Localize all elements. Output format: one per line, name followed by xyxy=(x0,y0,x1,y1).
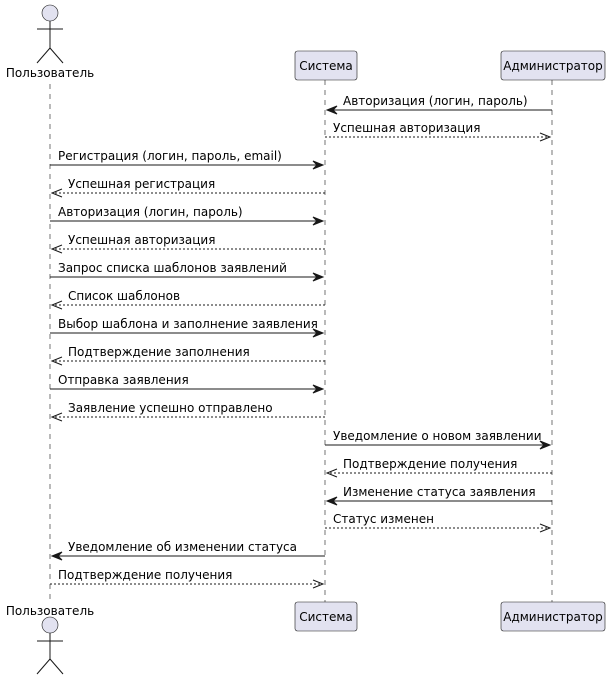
message: Подтверждение заполнения xyxy=(50,345,325,366)
arrow-filled-icon xyxy=(312,216,325,226)
message-label: Подтверждение получения xyxy=(343,457,517,471)
arrow-open-icon xyxy=(50,356,63,366)
message-label: Успешная регистрация xyxy=(68,177,215,191)
message-label: Изменение статуса заявления xyxy=(343,485,536,499)
arrow-open-icon xyxy=(539,523,552,533)
participant-admin-top: Администратор xyxy=(500,50,606,81)
arrow-filled-icon xyxy=(312,328,325,338)
actor-user-top: Пользователь xyxy=(6,4,94,80)
participant-admin-bottom: Администратор xyxy=(500,601,606,632)
arrow-open-icon xyxy=(312,579,325,589)
message-label: Авторизация (логин, пароль) xyxy=(343,94,528,108)
participant-label-admin: Администратор xyxy=(503,59,603,73)
arrow-filled-icon xyxy=(312,272,325,282)
message: Успешная регистрация xyxy=(50,177,325,198)
arrow-open-icon xyxy=(50,412,63,422)
message-label: Успешная авторизация xyxy=(333,121,480,135)
arrow-open-icon xyxy=(50,188,63,198)
message: Успешная авторизация xyxy=(50,233,325,254)
arrow-open-icon xyxy=(50,244,63,254)
participant-label-user: Пользователь xyxy=(6,604,94,618)
message-label: Регистрация (логин, пароль, email) xyxy=(58,149,282,163)
message-label: Заявление успешно отправлено xyxy=(68,401,273,415)
message: Авторизация (логин, пароль) xyxy=(325,94,552,115)
arrow-filled-icon xyxy=(312,384,325,394)
message-label: Уведомление о новом заявлении xyxy=(333,429,542,443)
arrow-open-icon xyxy=(539,132,552,142)
message-label: Выбор шаблона и заполнение заявления xyxy=(58,317,318,331)
message: Статус изменен xyxy=(325,512,552,533)
arrow-open-icon xyxy=(50,300,63,310)
message: Подтверждение получения xyxy=(325,457,552,478)
actor-head-icon xyxy=(41,616,59,634)
participant-system-top: Система xyxy=(294,50,358,81)
arrow-filled-icon xyxy=(325,496,338,506)
arrow-filled-icon xyxy=(50,551,63,561)
message-label: Список шаблонов xyxy=(68,289,180,303)
message: Уведомление об изменении статуса xyxy=(50,540,325,561)
message-label: Подтверждение получения xyxy=(58,568,232,582)
message-label: Запрос списка шаблонов заявлений xyxy=(58,261,287,275)
arrow-filled-icon xyxy=(325,105,338,115)
participant-label-admin: Администратор xyxy=(503,610,603,624)
participant-label-system: Система xyxy=(299,610,353,624)
messages: Авторизация (логин, пароль) Успешная авто… xyxy=(50,94,552,589)
participant-system-bottom: Система xyxy=(294,601,358,632)
actor-user-bottom: Пользователь xyxy=(6,604,94,675)
message: Успешная авторизация xyxy=(325,121,552,142)
message-label: Успешная авторизация xyxy=(68,233,215,247)
actor-head-icon xyxy=(41,4,59,22)
participant-label-user: Пользователь xyxy=(6,66,94,80)
message-label: Статус изменен xyxy=(333,512,434,526)
message-label: Подтверждение заполнения xyxy=(68,345,250,359)
message: Отправка заявления xyxy=(50,373,325,394)
message: Уведомление о новом заявлении xyxy=(325,429,552,450)
message: Запрос списка шаблонов заявлений xyxy=(50,261,325,282)
message: Заявление успешно отправлено xyxy=(50,401,325,422)
arrow-open-icon xyxy=(325,468,338,478)
arrow-filled-icon xyxy=(312,160,325,170)
message: Авторизация (логин, пароль) xyxy=(50,205,325,226)
message-label: Уведомление об изменении статуса xyxy=(68,540,297,554)
message: Выбор шаблона и заполнение заявления xyxy=(50,317,325,338)
message-label: Авторизация (логин, пароль) xyxy=(58,205,243,219)
participant-label-system: Система xyxy=(299,59,353,73)
message: Регистрация (логин, пароль, email) xyxy=(50,149,325,170)
message: Список шаблонов xyxy=(50,289,325,310)
message: Изменение статуса заявления xyxy=(325,485,552,506)
arrow-filled-icon xyxy=(539,440,552,450)
message: Подтверждение получения xyxy=(50,568,325,589)
message-label: Отправка заявления xyxy=(58,373,189,387)
